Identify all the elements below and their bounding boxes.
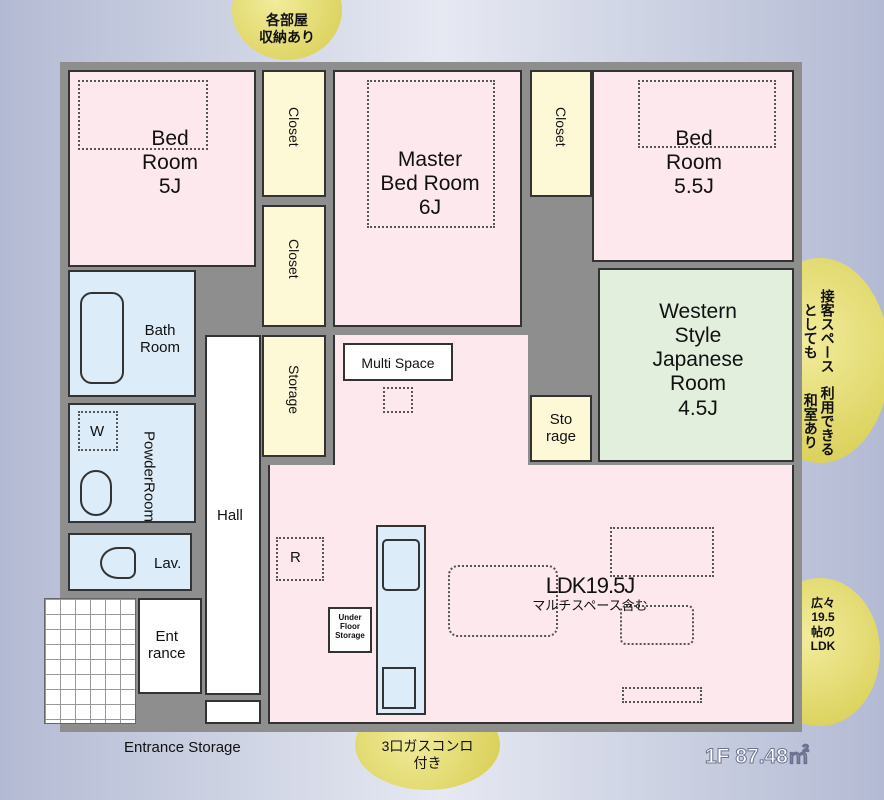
room-label: Bath <box>144 322 176 339</box>
room-label: Room <box>665 151 723 175</box>
room-label: Storage <box>286 365 303 415</box>
room-label: Multi Space <box>361 355 435 371</box>
callout-text: 収納あり <box>259 28 315 45</box>
sofa <box>610 527 714 577</box>
closet-3: Closet <box>530 70 592 197</box>
room-label: Western <box>659 300 737 323</box>
entrance-storage-label: Entrance Storage <box>124 739 241 756</box>
room-label: LDK19.5J <box>545 573 636 598</box>
room-label: Room <box>140 481 158 522</box>
callout-top: 各部屋収納あり <box>232 0 342 60</box>
callout-text: 付き <box>413 754 442 771</box>
room-label: Room <box>669 372 727 396</box>
room-label: Closet <box>286 107 303 147</box>
lavatory: Lav. <box>68 533 192 591</box>
room-label: rance <box>148 645 186 663</box>
callout-text: 広々19.5帖のLDK <box>810 596 836 654</box>
closet-2: Closet <box>262 205 326 327</box>
washer-label: W <box>90 423 105 440</box>
room-label: Storage <box>335 631 365 641</box>
entrance-storage <box>205 700 261 724</box>
room-label: Room <box>139 339 180 357</box>
room-label: Hall <box>217 507 243 524</box>
room-size: 6J <box>418 196 442 220</box>
gas-stove-icon <box>382 667 416 709</box>
room-label: Bed <box>675 127 713 150</box>
room-label: Closet <box>286 239 303 279</box>
dining-table <box>448 565 558 637</box>
entrance-tiles <box>44 598 136 724</box>
closet-1: Closet <box>262 70 326 197</box>
room-label: Room <box>141 151 199 175</box>
room-label: Closet <box>553 107 570 147</box>
callout-text: 各部屋 <box>266 12 308 28</box>
sink-icon <box>382 539 420 591</box>
hall: Hall <box>205 335 261 695</box>
multi-space: Multi Space <box>333 335 528 465</box>
room-label: Style <box>674 324 722 348</box>
storage: Storage <box>262 335 326 457</box>
room-label: Floor <box>340 622 360 632</box>
room-label: Master <box>397 148 463 171</box>
coffee-table <box>620 605 694 645</box>
room-label: Under <box>338 613 362 622</box>
callout-text: 3口ガスコンロ <box>381 738 474 754</box>
room-size: 5J <box>158 175 182 199</box>
room-label: rage <box>545 428 577 446</box>
refrigerator-label: R <box>290 549 301 566</box>
room-label: Lav. <box>154 555 182 572</box>
room-label: Ent <box>155 628 179 645</box>
floor-heater <box>622 687 702 703</box>
room-label: Bed <box>151 127 189 150</box>
callout-text: 利用できる和室あり <box>802 386 836 457</box>
room-label: Powder <box>140 431 158 482</box>
room-size: 4.5J <box>678 396 718 420</box>
room-note: マルチスペース含む <box>532 598 648 613</box>
floor-area-label: 1F 87.48㎡ <box>705 744 810 768</box>
room-label: Bed Room <box>380 172 480 196</box>
room-label: Sto <box>549 411 573 428</box>
room-size: 5.5J <box>674 175 714 199</box>
callout-text: 接客スペースとしても <box>802 288 836 373</box>
kitchen-counter <box>376 525 426 715</box>
room-label: Japanese <box>652 348 744 372</box>
